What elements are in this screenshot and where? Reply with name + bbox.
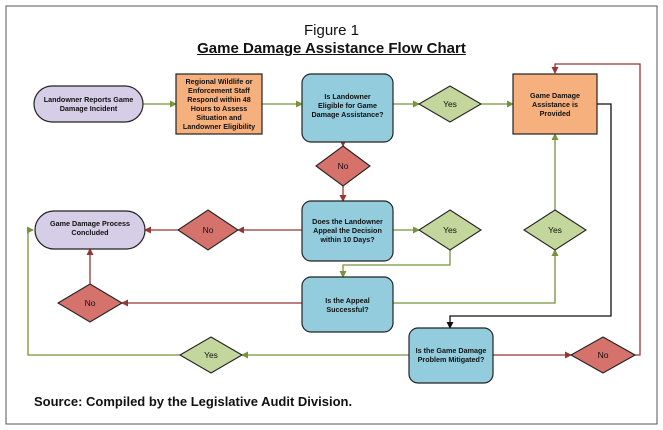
appeal-node-line-2: Appeal the Decision [313,226,382,235]
concluded-node-line-2: Concluded [71,228,108,237]
arrow-yes-to-appeal-success [339,250,451,278]
decision-no-appeal-success-label: No [85,298,96,308]
figure-label: Figure 1 [303,22,360,39]
decision-yes-appeal-success-label: Yes [548,225,562,235]
start-node-line-1: Landowner Reports Game [44,95,133,104]
eligible-node-line-1: Is Landowner [324,92,371,101]
mitigated-node-line-1: Is the Game Damage [416,346,487,355]
arrow-yes-to-concluded [27,226,180,356]
decision-no-mitigated: No [569,336,637,374]
figure-border [5,5,658,425]
decision-yes-mitigated-label: Yes [204,350,218,360]
decision-no-appeal-label: No [203,225,214,235]
respond-node-line-2: Enforcement Staff [188,86,251,95]
decision-yes-eligible-label: Yes [443,99,457,109]
figure-source: Source: Compiled by the Legislative Audi… [34,394,353,409]
appeal-success-node: Is the Appeal Successful? [301,276,394,333]
respond-node-line-1: Regional Wildlife or [185,77,252,86]
appeal-node-line-3: within 10 Days? [319,235,374,244]
arrow-appeal-success-to-yes [393,249,559,304]
eligible-node-line-2: Eligible for Game [318,101,377,110]
respond-node-line-3: Respond within 48 [187,95,251,104]
decision-no-mitigated-label: No [598,350,609,360]
arrow-assistance-to-mitigated [446,103,612,329]
decision-no-eligible: No [315,145,371,187]
decision-yes-eligible: Yes [417,85,483,123]
appeal-node-line-1: Does the Landowner [312,217,383,226]
concluded-node-line-1: Game Damage Process [50,219,130,228]
mitigated-node: Is the Game Damage Problem Mitigated? [408,327,494,384]
assistance-node-line-1: Game Damage [530,91,580,100]
assistance-node-line-3: Provided [540,109,571,118]
respond-node-line-5: Situation and [196,113,242,122]
decision-yes-appeal-success: Yes [522,209,588,251]
decision-no-appeal: No [177,209,239,251]
mitigated-node-line-2: Problem Mitigated? [418,355,485,364]
start-node-line-2: Damage Incident [60,104,118,113]
appeal-success-node-line-1: Is the Appeal [325,296,369,305]
appeal-success-node-line-2: Successful? [326,305,368,314]
decision-yes-mitigated: Yes [178,336,244,374]
eligible-node: Is Landowner Eligible for Game Damage As… [301,73,394,143]
assistance-node-line-2: Assistance is [532,100,578,109]
respond-node-line-6: Landowner Eligibility [183,122,255,131]
concluded-node: Game Damage Process Concluded [34,210,146,250]
assistance-node: Game Damage Assistance is Provided [512,73,598,135]
eligible-node-line-3: Damage Assistance? [311,110,383,119]
appeal-node: Does the Landowner Appeal the Decision w… [301,200,394,262]
figure-title: Game Damage Assistance Flow Chart [197,40,466,57]
respond-node: Regional Wildlife or Enforcement Staff R… [175,73,263,135]
decision-yes-appeal-label: Yes [443,225,457,235]
decision-yes-appeal: Yes [417,209,483,251]
start-node: Landowner Reports Game Damage Incident [33,85,144,123]
decision-no-eligible-label: No [338,161,349,171]
decision-no-appeal-success: No [56,283,124,323]
respond-node-line-4: Hours to Assess [191,104,247,113]
